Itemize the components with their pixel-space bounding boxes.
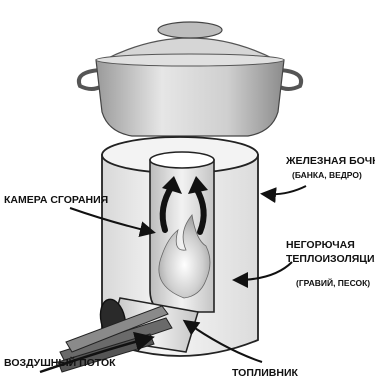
barrel-note-label: (БАНКА, ВЕДРО)	[292, 170, 362, 180]
pot-rim	[96, 54, 284, 66]
insulation-label-2: ТЕПЛОИЗОЛЯЦИЯ	[286, 253, 375, 265]
riser-top-opening	[150, 152, 214, 168]
barrel-leader	[264, 186, 306, 194]
fuel-box-label: ТОПЛИВНИК	[232, 367, 298, 379]
pot	[79, 22, 301, 136]
chamber-label: КАМЕРА СГОРАНИЯ	[4, 194, 108, 206]
air-flow-label: ВОЗДУШНЫЙ ПОТОК	[4, 356, 116, 369]
barrel-label: ЖЕЛЕЗНАЯ БОЧКА	[285, 155, 375, 167]
insulation-label-1: НЕГОРЮЧАЯ	[286, 239, 355, 251]
pot-lid-knob	[158, 22, 222, 38]
pot-body	[96, 60, 284, 136]
insulation-note-label: (ГРАВИЙ, ПЕСОК)	[296, 277, 370, 288]
